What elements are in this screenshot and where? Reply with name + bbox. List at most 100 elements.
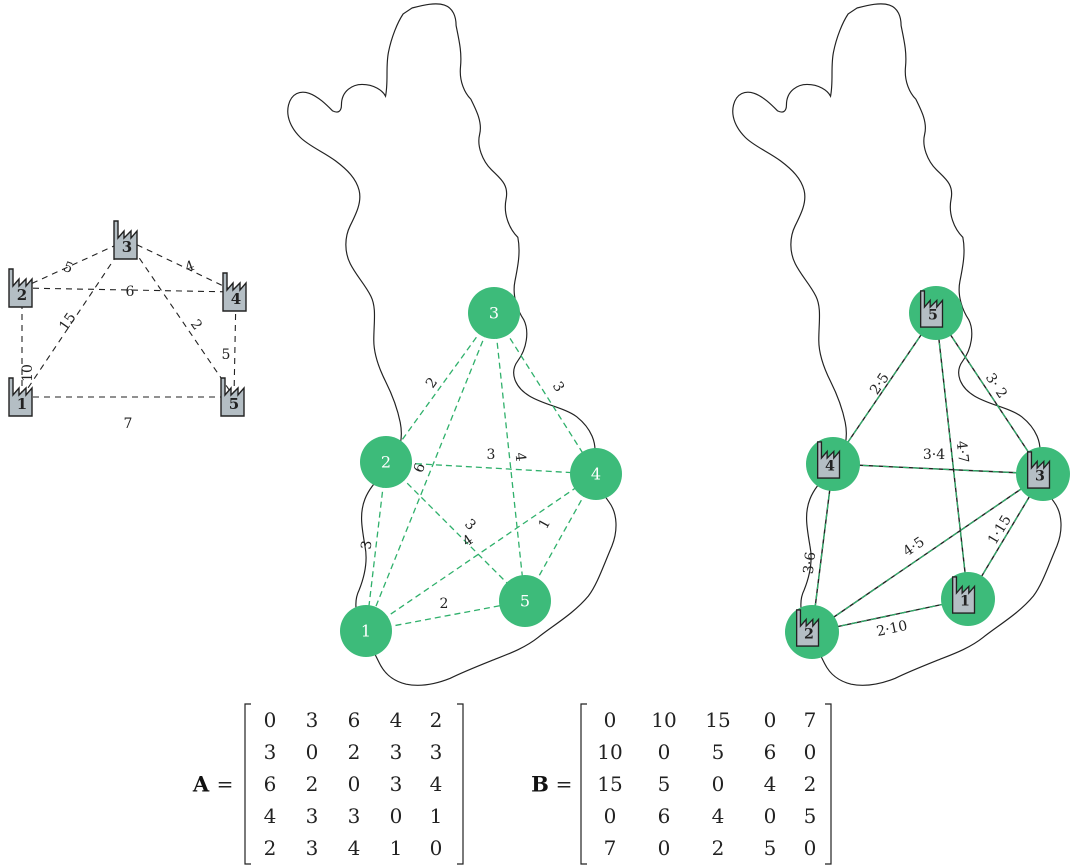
location-number: 1 — [361, 622, 371, 641]
factory-number: 5 — [229, 395, 239, 413]
matrix-cell: 0 — [804, 740, 817, 764]
matrix-cell: 7 — [804, 708, 817, 732]
matrix-cell: 0 — [390, 804, 403, 828]
left-bracket — [244, 703, 251, 865]
distance-edge-label: 3 — [359, 540, 376, 551]
matrix-cell: 0 — [264, 708, 277, 732]
factory-number: 4 — [231, 290, 241, 308]
matrix-cell: 1 — [390, 836, 403, 860]
factory-number: 2 — [17, 286, 27, 304]
matrix-cell: 0 — [604, 708, 617, 732]
location-node — [499, 575, 551, 627]
matrix-name: B — [531, 772, 549, 797]
distance-edge-label: 6 — [411, 461, 429, 475]
distance-edge — [385, 461, 526, 602]
matrix-cell: 7 — [604, 836, 617, 860]
matrix-cell: 4 — [264, 804, 277, 828]
matrix-cell: 3 — [430, 740, 443, 764]
matrix-cell: 4 — [430, 772, 443, 796]
factory-icon: 3 — [113, 220, 138, 260]
distance-edge — [365, 312, 495, 632]
matrix-cell: 4 — [390, 708, 403, 732]
matrix-cell: 6 — [348, 708, 361, 732]
matrix-cell: 3 — [348, 804, 361, 828]
matrix-cell: 5 — [804, 804, 817, 828]
flow-edge-label: 5 — [222, 347, 231, 363]
distance-edge — [365, 461, 387, 632]
distance-edge-label: 4 — [460, 532, 476, 550]
factory-number: 1 — [960, 594, 970, 610]
assignment-edge-label: 2·10 — [875, 618, 909, 640]
matrix-cell: 10 — [597, 740, 622, 764]
factory-number: 5 — [928, 308, 938, 324]
factory-number: 2 — [804, 627, 814, 643]
assigned-factory-icon: 2 — [795, 609, 820, 647]
matrix-cell: 3 — [306, 804, 319, 828]
flow-edge-label: 4 — [183, 258, 197, 276]
right-bracket — [457, 703, 464, 865]
assigned-factory-icon: 1 — [951, 576, 976, 614]
matrix-cell: 0 — [764, 708, 777, 732]
matrix-name: A — [192, 772, 210, 797]
matrix-cell: 6 — [764, 740, 777, 764]
location-node — [468, 287, 520, 339]
flow-edge-label: 6 — [126, 284, 135, 300]
matrix-cell: 4 — [712, 804, 725, 828]
assignment-edge-label: 4·7 — [953, 440, 971, 464]
distance-edge-label: 3 — [549, 379, 567, 395]
matrix-cell: 0 — [658, 740, 671, 764]
matrix-cell: 3 — [306, 708, 319, 732]
assignment-edge-label: 3· 2 — [982, 370, 1010, 401]
matrix-cell: 2 — [306, 772, 319, 796]
distance-edge — [385, 461, 597, 475]
matrix-cell: 0 — [604, 804, 617, 828]
matrix-cell: 2 — [804, 772, 817, 796]
right-bracket — [825, 703, 832, 865]
assignment-edge-overlay — [935, 312, 1044, 475]
assigned-factory-icon: 4 — [816, 441, 841, 479]
factory-number: 1 — [17, 395, 27, 413]
distance-edge — [365, 473, 597, 632]
distance-edge-label: 3 — [487, 447, 496, 463]
factory-number: 3 — [122, 238, 132, 256]
distance-edge — [493, 312, 526, 602]
finland-map-left — [287, 3, 617, 687]
flow-edge — [21, 287, 237, 293]
distance-edge — [385, 312, 495, 463]
distance-edge — [493, 312, 597, 475]
matrix-cell: 6 — [264, 772, 277, 796]
matrix-cell: 4 — [764, 772, 777, 796]
factory-icon: 2 — [8, 268, 33, 308]
assignment-edge-overlay — [811, 473, 1044, 633]
matrix-cell: 2 — [348, 740, 361, 764]
factory-icon: 5 — [220, 377, 245, 417]
flow-edge-label: 2 — [187, 317, 205, 333]
equals-sign: = — [217, 772, 234, 796]
matrix-cell: 3 — [390, 740, 403, 764]
distance-edge — [365, 600, 526, 632]
matrix-cell: 0 — [306, 740, 319, 764]
finland-map-right — [732, 3, 1062, 687]
matrix-cell: 5 — [712, 740, 725, 764]
assigned-factory-icon: 5 — [919, 290, 944, 328]
assignment-edge-overlay — [832, 463, 1044, 475]
distance-edge-label: 1 — [536, 516, 554, 532]
location-node — [340, 605, 392, 657]
flow-edge-label: 15 — [56, 310, 79, 334]
distance-edge-label: 4 — [512, 452, 529, 463]
matrix-cell: 3 — [390, 772, 403, 796]
assignment-edge-overlay — [811, 463, 834, 633]
flow-edge — [126, 239, 237, 293]
map-outline — [287, 3, 617, 687]
flow-edge — [21, 239, 128, 398]
flow-edge — [126, 239, 235, 398]
matrix-cell: 0 — [712, 772, 725, 796]
matrix-cell: 3 — [264, 740, 277, 764]
matrix-cell: 0 — [658, 836, 671, 860]
